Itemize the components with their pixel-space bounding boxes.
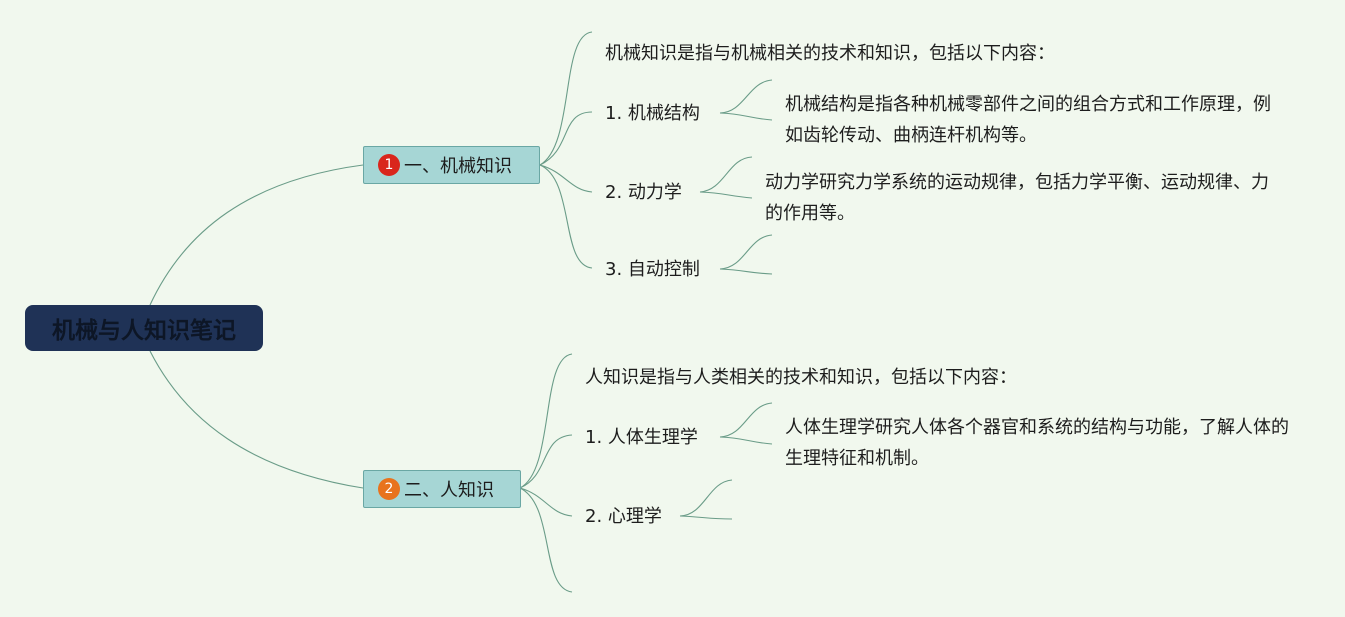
topic-item[interactable]: 1. 人体生理学: [585, 427, 698, 448]
connector-b1-item-3: [539, 164, 593, 269]
priority-1-icon: 1: [378, 154, 400, 176]
root-label: 机械与人知识笔记: [52, 318, 236, 344]
topic-detail[interactable]: 人体生理学研究人体各个器官和系统的结构与功能，了解人体的生理特征和机制。: [785, 417, 1289, 469]
branch-label: 一、机械知识: [404, 156, 512, 177]
topic-detail[interactable]: 机械结构是指各种机械零部件之间的组合方式和工作原理，例如齿轮传动、曲柄连杆机构等…: [785, 94, 1271, 146]
connector-b1-item-1: [539, 111, 593, 166]
branch-node-mechanical[interactable]: 1 一、机械知识: [363, 146, 540, 184]
root-node[interactable]: 机械与人知识笔记: [25, 305, 263, 351]
topic-item[interactable]: 2. 动力学: [605, 182, 682, 203]
connector-b1-1-detail-top: [719, 79, 773, 114]
connector-b2-extra: [519, 487, 573, 593]
connector-b1-item-2: [539, 164, 593, 193]
connector-b1-2-detail-top: [699, 156, 753, 193]
connector-b2-1-detail-top: [719, 402, 773, 438]
connector-root-branch-2: [149, 350, 364, 489]
connector-b2-1-detail-bottom: [719, 436, 773, 445]
topic-detail[interactable]: 动力学研究力学系统的运动规律，包括力学平衡、运动规律、力的作用等。: [765, 172, 1269, 224]
branch-node-human[interactable]: 2 二、人知识: [363, 470, 521, 508]
connector-b1-3-detail-bottom: [719, 268, 773, 275]
connector-b1-1-detail-bottom: [719, 112, 773, 121]
topic-intro[interactable]: 机械知识是指与机械相关的技术和知识，包括以下内容：: [605, 43, 1055, 64]
topic-item[interactable]: 2. 心理学: [585, 506, 662, 527]
connector-b2-intro: [519, 353, 573, 489]
connector-b2-2-detail-top: [679, 479, 733, 517]
connector-b2-2-detail-bottom: [679, 515, 733, 520]
branch-label: 二、人知识: [404, 480, 494, 501]
topic-item[interactable]: 3. 自动控制: [605, 259, 700, 280]
connector-root-branch-1: [149, 164, 364, 306]
connector-b1-3-detail-top: [719, 234, 773, 270]
connector-b1-2-detail-bottom: [699, 191, 753, 199]
topic-item[interactable]: 1. 机械结构: [605, 103, 700, 124]
connector-b1-intro: [539, 31, 593, 166]
topic-intro[interactable]: 人知识是指与人类相关的技术和知识，包括以下内容：: [585, 367, 1017, 388]
connector-b2-item-1: [519, 434, 573, 489]
priority-2-icon: 2: [378, 478, 400, 500]
connector-b2-item-2: [519, 487, 573, 517]
